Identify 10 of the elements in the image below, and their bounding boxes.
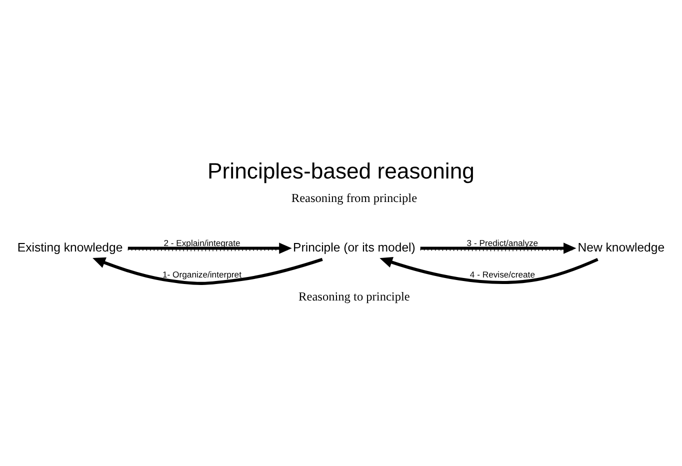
edge-label: 2 - Explain/integrate xyxy=(164,237,240,248)
node-text: Existing knowledge xyxy=(17,240,123,254)
label: Reasoning from principle xyxy=(291,190,418,205)
edge-label: 3 - Predict/analyze xyxy=(466,237,538,248)
node-text: New knowledge xyxy=(578,240,665,254)
node-text: Principle (or its model) xyxy=(293,240,416,254)
label: Reasoning to principle xyxy=(298,289,410,304)
diagram-title: Principles-based reasoning xyxy=(208,158,474,184)
edge-label: 1- Organize/interpret xyxy=(162,268,242,279)
edge-label: 4 - Revise/create xyxy=(470,268,535,279)
